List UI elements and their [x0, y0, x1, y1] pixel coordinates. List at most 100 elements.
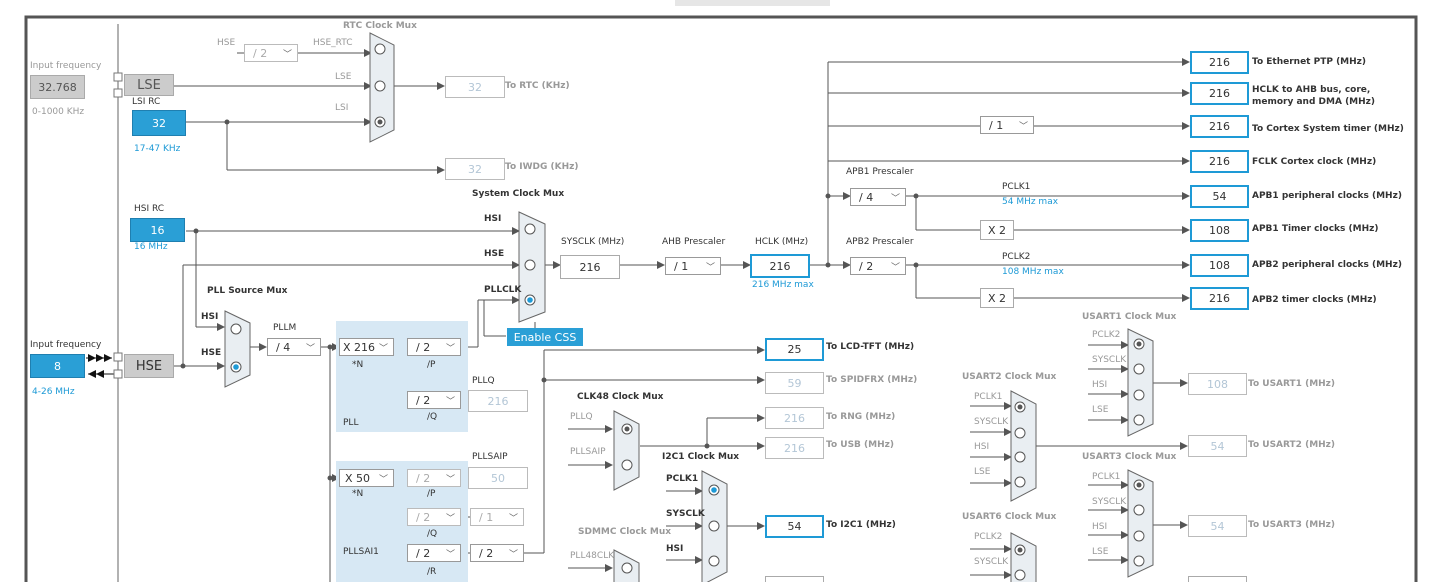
usart2-sysclk-label: SYSCLK: [974, 417, 1009, 427]
pllsai-q-label: /Q: [427, 529, 438, 539]
next-output-value: [765, 576, 824, 582]
hclk-value[interactable]: 216: [750, 254, 810, 278]
usart2-lse-label: LSE: [974, 467, 991, 477]
pll-q-label: /Q: [427, 412, 438, 422]
apb2-prescaler-select[interactable]: / 2﹀: [850, 257, 906, 275]
usart3-output-label: To USART3 (MHz): [1248, 520, 1336, 530]
hsi-rc-value[interactable]: 16: [130, 218, 185, 242]
pll-p-divider-select[interactable]: / 2﹀: [407, 338, 461, 356]
next-usart-output-value: [1188, 576, 1247, 582]
pllsai-q-divider-select[interactable]: / 2﹀: [407, 508, 461, 526]
chevron-down-icon: ﹀: [378, 475, 388, 485]
hclk-ahb-label: HCLK to AHB bus, core,: [1252, 85, 1371, 95]
usart1-output-label: To USART1 (MHz): [1248, 379, 1336, 389]
chevron-down-icon: ﹀: [890, 194, 900, 204]
lcd-tft-value[interactable]: 25: [765, 338, 824, 361]
clk48-pllq-label: PLLQ: [570, 412, 593, 422]
cortex-system-timer-value[interactable]: 216: [1190, 115, 1249, 138]
pclk1-label: PCLK1: [1002, 182, 1031, 192]
rtc-output-value: 32: [445, 76, 505, 98]
hsi-range: 16 MHz: [134, 242, 168, 252]
usart3-value: 54: [1188, 515, 1247, 537]
usart1-sysclk-label: SYSCLK: [1092, 355, 1127, 365]
cortex-system-timer-label: To Cortex System timer (MHz): [1252, 124, 1404, 134]
apb2-peripheral-value[interactable]: 108: [1190, 254, 1249, 277]
iwdg-output-label: To IWDG (KHz): [505, 162, 579, 172]
sysmux-pllclk-label: PLLCLK: [484, 285, 522, 295]
pllsai-p-divider-select[interactable]: / 2﹀: [407, 469, 461, 487]
i2c1-hsi-label: HSI: [666, 544, 684, 554]
lsi-rc-value[interactable]: 32: [132, 110, 186, 136]
apb1-timer-label: APB1 Timer clocks (MHz): [1252, 224, 1379, 234]
sysclk-label: SYSCLK (MHz): [561, 237, 625, 247]
pllsai-r-divider-select[interactable]: / 2﹀: [407, 544, 461, 562]
apb1-peripheral-value[interactable]: 54: [1190, 185, 1249, 208]
lse-input-frequency-label: Input frequency: [30, 61, 102, 71]
sysmux-hse-label: HSE: [484, 249, 505, 259]
i2c1-output-label: To I2C1 (MHz): [826, 520, 896, 530]
chevron-down-icon: ﹀: [445, 344, 455, 354]
pll-q-divider-select[interactable]: / 2﹀: [407, 391, 461, 409]
i2c1-value[interactable]: 54: [765, 515, 824, 538]
usb-value: 216: [765, 437, 824, 459]
pllsrc-hsi-label: HSI: [201, 312, 219, 322]
clk48-pllsaip-label: PLLSAIP: [570, 447, 606, 457]
usart2-hsi-label: HSI: [974, 442, 990, 452]
ethernet-ptp-value[interactable]: 216: [1190, 51, 1249, 74]
usb-label: To USB (MHz): [826, 440, 894, 450]
lse-block[interactable]: LSE: [124, 74, 174, 96]
hclk-ahb-value[interactable]: 216: [1190, 82, 1249, 105]
chevron-down-icon: ﹀: [705, 263, 715, 273]
apb1-prescaler-label: APB1 Prescaler: [846, 167, 914, 177]
apb2-timer-value[interactable]: 216: [1190, 287, 1249, 310]
apb1-timer-value[interactable]: 108: [1190, 219, 1249, 242]
fclk-cortex-value[interactable]: 216: [1190, 150, 1249, 173]
sysmux-hsi-label: HSI: [484, 214, 502, 224]
lse-input-value[interactable]: 32.768: [30, 75, 85, 99]
sysclk-value[interactable]: 216: [560, 255, 620, 279]
enable-css-button[interactable]: Enable CSS: [507, 328, 583, 346]
usart1-pclk2-label: PCLK2: [1092, 330, 1121, 340]
pllm-divider-select[interactable]: / 4﹀: [267, 338, 321, 356]
pllsai-n-label: *N: [352, 489, 364, 499]
pll-panel-label: PLL: [343, 418, 359, 428]
usart1-mux-label: USART1 Clock Mux: [1082, 312, 1177, 322]
lsi-rc-label: LSI RC: [132, 97, 161, 107]
pll-n-label: *N: [352, 360, 364, 370]
usart3-sysclk-label: SYSCLK: [1092, 497, 1127, 507]
ahb-prescaler-select[interactable]: / 1﹀: [665, 257, 721, 275]
hclk-label: HCLK (MHz): [755, 237, 809, 247]
chevron-down-icon: ﹀: [508, 514, 518, 524]
pllsaip-label: PLLSAIP: [472, 452, 508, 462]
usart6-mux-label: USART6 Clock Mux: [962, 512, 1057, 522]
rng-value: 216: [765, 407, 824, 429]
chevron-down-icon: ﹀: [445, 550, 455, 560]
chevron-down-icon: ﹀: [445, 397, 455, 407]
apb1-peripheral-label: APB1 peripheral clocks (MHz): [1252, 191, 1402, 201]
hse-block[interactable]: HSE: [124, 354, 174, 378]
hse-input-value[interactable]: 8: [30, 354, 85, 378]
usart2-output-label: To USART2 (MHz): [1248, 440, 1336, 450]
rtc-hse-divider-select[interactable]: / 2﹀: [244, 44, 298, 62]
apb2-timer-multiplier: X 2: [980, 288, 1014, 308]
rtc-lsi-label: LSI: [335, 103, 349, 113]
usart1-value: 108: [1188, 373, 1247, 395]
pllsai-n-multiplier-select[interactable]: X 50﹀: [339, 469, 394, 487]
usart3-hsi-label: HSI: [1092, 522, 1108, 532]
pllsai-r-label: /R: [427, 567, 437, 577]
usart3-lse-label: LSE: [1092, 547, 1109, 557]
usart1-lse-label: LSE: [1092, 405, 1109, 415]
pllsai-r2-divider-select[interactable]: / 2﹀: [470, 544, 524, 562]
hse-input-frequency-label: Input frequency: [30, 340, 102, 350]
pclk2-label: PCLK2: [1002, 252, 1031, 262]
cortex-timer-divider-select[interactable]: / 1﹀: [980, 116, 1034, 134]
i2c1-pclk1-label: PCLK1: [666, 474, 699, 484]
ahb-prescaler-label: AHB Prescaler: [662, 237, 726, 247]
chevron-down-icon: ﹀: [305, 344, 315, 354]
apb1-prescaler-select[interactable]: / 4﹀: [850, 188, 906, 206]
pll-n-multiplier-select[interactable]: X 216﹀: [339, 338, 394, 356]
pllsai-q2-divider-select[interactable]: / 1﹀: [470, 508, 524, 526]
usart6-pclk2-label: PCLK2: [974, 532, 1003, 542]
